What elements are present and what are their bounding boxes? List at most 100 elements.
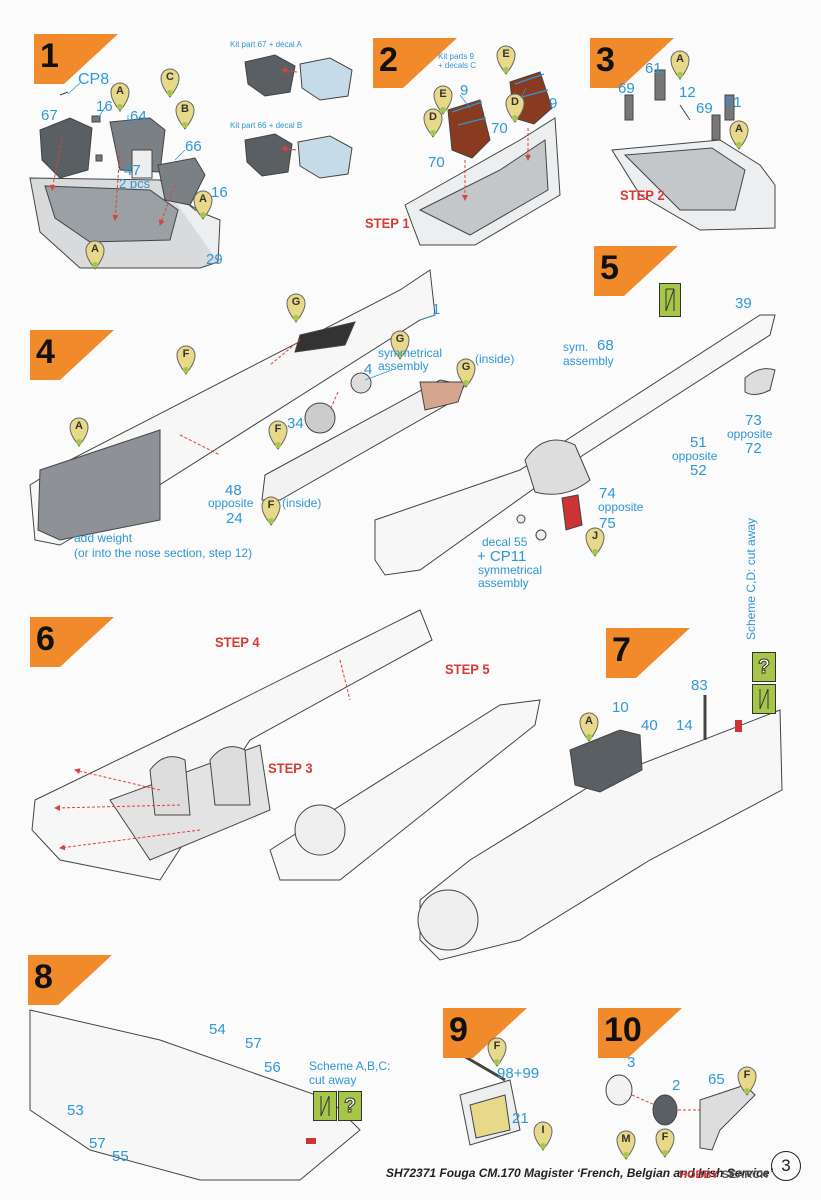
question-marker-icon: ? xyxy=(338,1091,362,1121)
part-callout: 73 xyxy=(745,412,762,429)
green-marker-icon xyxy=(752,684,776,714)
orange-flag-icon xyxy=(443,1008,527,1058)
note-text: add weight xyxy=(74,531,133,545)
paint-drop-icon xyxy=(160,68,180,98)
paint-code-marker: D xyxy=(505,93,525,123)
part-callout: 52 xyxy=(690,462,707,479)
paint-code-marker: E xyxy=(496,45,516,75)
part-callout: + CP11 xyxy=(477,548,527,565)
part-callout: 16 xyxy=(211,184,228,201)
product-title: SH72371 Fouga CM.170 Magister ‘French, B… xyxy=(386,1166,773,1180)
paint-code-marker: A xyxy=(579,712,599,742)
paint-code-marker: A xyxy=(85,240,105,270)
paint-drop-icon xyxy=(110,82,130,112)
part-callout: assembly xyxy=(563,354,614,368)
step1-panel-detail xyxy=(244,54,353,179)
page-number: 3 xyxy=(771,1151,801,1181)
paint-code-letter: J xyxy=(591,530,599,542)
part-callout: assembly xyxy=(378,359,429,373)
part-callout: 3 xyxy=(627,1054,636,1071)
paint-code-marker: F xyxy=(737,1066,757,1096)
part-callout: 47 xyxy=(124,162,141,179)
part-callout: opposite xyxy=(727,427,773,441)
orange-flag-icon xyxy=(590,38,674,88)
paint-code-marker: A xyxy=(69,417,89,447)
paint-drop-icon xyxy=(729,120,749,150)
step-badge: 1 xyxy=(34,34,118,84)
paint-code-marker: M xyxy=(616,1130,636,1160)
paint-code-letter: A xyxy=(91,243,99,255)
part-callout: 61 xyxy=(725,94,742,111)
paint-drop-icon xyxy=(69,417,89,447)
step3-cockpit-drawing xyxy=(611,69,776,231)
step-badge: 8 xyxy=(28,955,112,1005)
kit-part-note: + decals C xyxy=(438,61,477,70)
part-callout: 12 xyxy=(679,84,696,101)
part-callout: 9 xyxy=(549,95,558,112)
part-callout: opposite xyxy=(598,500,644,514)
watermark: HOBBY SEARCH xyxy=(679,1169,768,1181)
part-callout: 48 xyxy=(225,482,242,499)
part-callout: 40 xyxy=(641,717,658,734)
paint-code-letter: E xyxy=(439,88,447,100)
part-callout: 54 xyxy=(209,1021,226,1038)
part-callout: 14 xyxy=(676,717,693,734)
part-callout: 4 xyxy=(364,361,373,378)
part-callout: 34 xyxy=(287,415,304,432)
paint-code-marker: F xyxy=(261,496,281,526)
step-number: 6 xyxy=(36,620,55,658)
part-callout: 74 xyxy=(599,485,616,502)
paint-drop-icon xyxy=(496,45,516,75)
step-number: 10 xyxy=(604,1011,642,1049)
paint-code-letter: A xyxy=(116,85,124,97)
paint-code-marker: A xyxy=(729,120,749,150)
part-callout: symmetrical xyxy=(378,346,443,360)
paint-drop-icon xyxy=(175,100,195,130)
part-callout: 70 xyxy=(491,120,508,137)
step4-fuselage-drawing xyxy=(29,269,466,546)
kit-part-note: Kit part 67 + decal A xyxy=(230,40,302,49)
green-marker-icon xyxy=(659,283,681,317)
step-reference: STEP 1 xyxy=(365,215,410,232)
paint-code-marker: F xyxy=(487,1037,507,1067)
paint-drop-icon xyxy=(456,358,476,388)
part-callout: 75 xyxy=(599,515,616,532)
paint-code-marker: F xyxy=(268,420,288,450)
part-callout: 67 xyxy=(41,107,58,124)
paint-code-letter: C xyxy=(166,71,174,83)
paint-code-marker: F xyxy=(655,1128,675,1158)
note-text: (or into the nose section, step 12) xyxy=(74,546,253,560)
step-reference: STEP 3 xyxy=(268,760,313,777)
step-number: 4 xyxy=(36,333,55,371)
step8-wing-drawing xyxy=(29,1009,361,1181)
part-callout: 51 xyxy=(690,434,707,451)
paint-code-letter: F xyxy=(743,1069,751,1081)
orange-flag-icon xyxy=(594,246,678,296)
part-callout: 2 xyxy=(672,1077,681,1094)
part-callout: 69 xyxy=(618,80,635,97)
paint-drop-icon xyxy=(670,50,690,80)
paint-code-marker: C xyxy=(160,68,180,98)
paint-code-letter: G xyxy=(395,333,405,345)
paint-code-letter: A xyxy=(676,53,684,65)
step1-cockpit-drawing xyxy=(29,91,221,269)
part-callout: 9 xyxy=(460,82,469,99)
paint-code-marker: D xyxy=(423,108,443,138)
part-callout: 64 xyxy=(130,108,147,125)
part-callout: CP8 xyxy=(78,71,110,88)
step10-wheel-drawing xyxy=(605,1074,756,1151)
paint-code-marker: I xyxy=(533,1121,553,1151)
orange-flag-icon xyxy=(373,38,457,88)
paint-drop-icon xyxy=(655,1128,675,1158)
part-callout: (inside) xyxy=(475,352,515,366)
paint-code-marker: E xyxy=(433,85,453,115)
note-text: Scheme A,B,C: xyxy=(309,1059,391,1073)
part-callout: 29 xyxy=(206,251,223,268)
step-number: 1 xyxy=(40,37,59,75)
part-callout: decal 55 xyxy=(482,535,528,549)
paint-drop-icon xyxy=(390,330,410,360)
part-callout: 10 xyxy=(612,699,629,716)
orange-flag-icon xyxy=(606,628,690,678)
